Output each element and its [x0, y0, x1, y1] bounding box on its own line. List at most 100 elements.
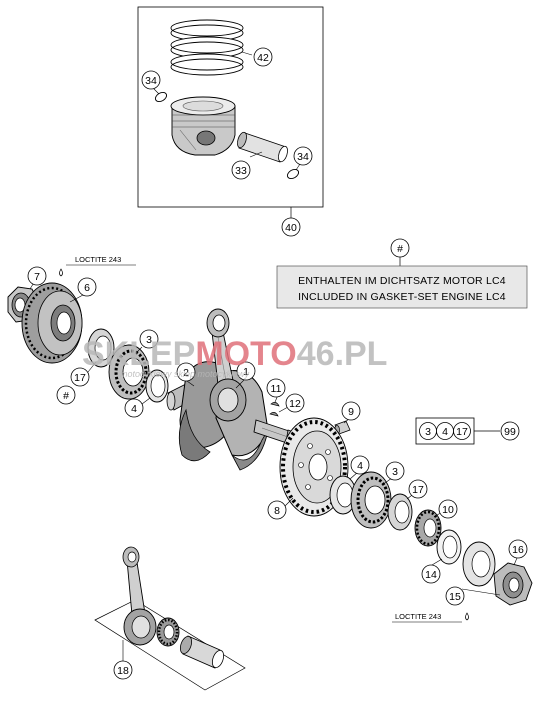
piston	[170, 96, 236, 156]
leader-line	[513, 557, 518, 566]
callout-label: 4	[357, 460, 363, 472]
callout-34: 34	[293, 146, 313, 166]
callout-1: 1	[236, 361, 256, 381]
piston-group	[137, 6, 324, 218]
left-side-parts: LOCTITE 243	[7, 255, 169, 405]
callout-9: 9	[341, 401, 361, 421]
callout-label: 4	[131, 403, 137, 415]
note-line-2: INCLUDED IN GASKET-SET ENGINE LC4	[298, 291, 506, 303]
callout-3: 3	[385, 461, 405, 481]
balancer-drive-gear	[414, 509, 442, 547]
leader-line	[431, 558, 443, 566]
callout-3: 3	[139, 329, 159, 349]
kit-callout-3: 3	[419, 422, 437, 440]
leader-line	[235, 379, 245, 389]
callout-label: 6	[84, 282, 90, 294]
main-bearing-left	[108, 344, 150, 400]
callout-label: 99	[504, 426, 516, 438]
main-bearing-right	[350, 471, 392, 529]
callout-label: 11	[271, 383, 282, 395]
leader-line	[87, 361, 97, 373]
flat-washer-hole	[471, 550, 491, 578]
callout-4: 4	[350, 455, 370, 475]
watermark-part-1: SKLEP	[82, 335, 195, 373]
kit-callout-17: 17	[453, 422, 471, 440]
kit-callout-4: 4	[436, 422, 454, 440]
nut-right	[493, 562, 533, 606]
lock-washer-hole	[442, 535, 458, 559]
callout-10: 10	[438, 499, 458, 519]
watermark-part-3: 46	[297, 335, 335, 373]
woodruff-key-b	[269, 412, 279, 417]
bearing-kit-box	[415, 417, 500, 445]
leader-line	[249, 151, 263, 158]
callout-7: 7	[27, 266, 47, 286]
piston-group-frame	[137, 6, 324, 208]
callout-label: 14	[425, 569, 437, 581]
callout-6: 6	[77, 277, 97, 297]
callout-16: 16	[508, 539, 528, 559]
conrod-kit-frame	[94, 599, 246, 691]
spacer-right-hole	[394, 500, 410, 524]
callout-label: 17	[74, 372, 86, 384]
timing-gear	[21, 282, 83, 364]
callout-label: 1	[243, 366, 249, 378]
callouts: 42 34 34 33 40 7 6 17 # 3 4 2 1 11 12 9 …	[27, 47, 528, 680]
leader-line	[381, 477, 393, 486]
callout-4: 4	[124, 398, 144, 418]
spacer-left-hole	[94, 335, 112, 361]
piston-rings	[170, 19, 253, 76]
shim-left-hole	[150, 374, 166, 398]
callout-label: 16	[512, 544, 524, 556]
note-box	[276, 265, 528, 309]
callout-label: 3	[392, 466, 398, 478]
note-line-1: ENTHALTEN IM DICHTSATZ MOTOR LC4	[298, 275, 506, 287]
callout-label: 8	[274, 505, 280, 517]
callout-label: 3	[146, 334, 152, 346]
callout-label: 17	[412, 484, 424, 496]
leader-line	[186, 380, 195, 387]
callout-label: 33	[235, 165, 247, 177]
circlip-left	[154, 91, 168, 103]
callout-label: 15	[449, 591, 461, 603]
kit-callout-99: 99	[500, 421, 520, 441]
callout-label: 12	[289, 398, 301, 410]
callout-label: 3	[425, 426, 431, 438]
callout-label: 17	[456, 426, 468, 438]
callout-11: 11	[266, 378, 286, 398]
loctite-drop-top	[59, 268, 63, 277]
callout-2: 2	[176, 362, 196, 382]
callout-14: 14	[421, 564, 441, 584]
callout-8: 8	[267, 500, 287, 520]
leader-line	[278, 406, 289, 413]
callout-hash: #	[56, 385, 76, 405]
callout-17: 17	[408, 479, 428, 499]
loctite-label-bottom: LOCTITE 243	[395, 612, 441, 621]
callout-label: 4	[442, 426, 448, 438]
connecting-rod	[206, 308, 247, 422]
leader-line	[135, 346, 143, 354]
watermark-tagline: motocyklowy sklep motocyklowy	[120, 369, 250, 379]
callout-12: 12	[285, 393, 305, 413]
callout-label: #	[63, 390, 69, 402]
watermark-part-2: MOTO	[195, 335, 296, 373]
conrod-kit	[94, 546, 246, 691]
leader-line	[284, 497, 294, 507]
loctite-drop-bottom	[465, 612, 469, 621]
callout-label: 10	[442, 504, 454, 516]
callout-label: 18	[117, 665, 129, 677]
loctite-label-top: LOCTITE 243	[75, 255, 121, 264]
circlip-right	[286, 168, 300, 180]
callout-15: 15	[445, 586, 465, 606]
callout-17: 17	[70, 367, 90, 387]
watermark: SKLEPMOTO46.PL motocyklowy sklep motocyk…	[82, 335, 387, 379]
callout-33: 33	[231, 160, 251, 180]
callout-42: 42	[253, 47, 273, 67]
svg-text:SKLEPMOTO46.PL: SKLEPMOTO46.PL	[82, 335, 387, 373]
watermark-part-4: .PL	[335, 335, 388, 373]
callout-label: 34	[297, 151, 309, 163]
callout-label: 9	[348, 406, 354, 418]
gasket-set-note: ENTHALTEN IM DICHTSATZ MOTOR LC4 INCLUDE…	[276, 257, 528, 309]
callout-40: 40	[281, 217, 301, 237]
